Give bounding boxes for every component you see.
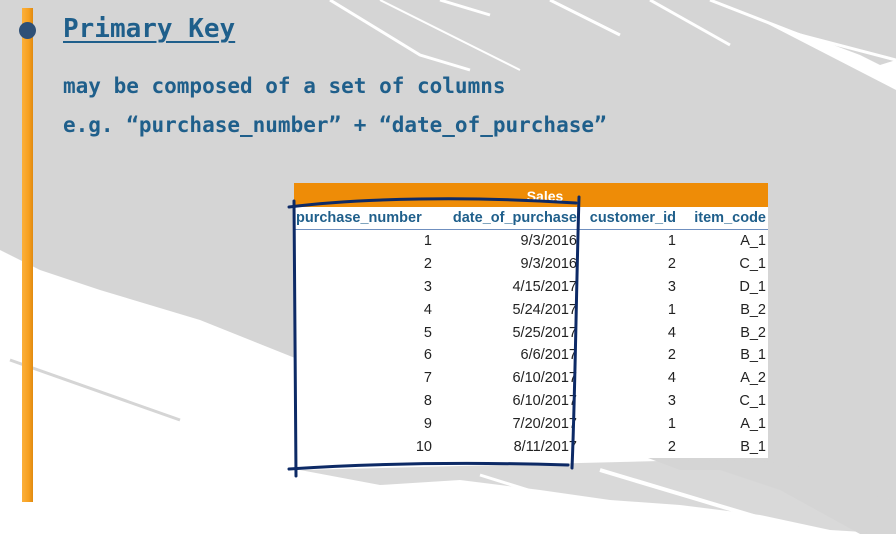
cell-customer-id: 4 (667, 370, 676, 387)
cell-purchase-number: 4 (423, 301, 432, 318)
column-header-item-code: item_code (678, 207, 768, 230)
table-header-row: purchase_number date_of_purchase custome… (294, 207, 768, 230)
cell-item-code: A_1 (740, 415, 766, 432)
cell-purchase-number: 10 (415, 438, 432, 455)
table-row: 1 9/3/2016 1 A_1 (294, 230, 768, 253)
cell-date-of-purchase: 6/6/2017 (520, 347, 577, 364)
table-row: 10 8/11/2017 2 B_1 (294, 435, 768, 458)
description-line-2: e.g. “purchase_number” + “date_of_purcha… (63, 113, 607, 137)
cell-date-of-purchase: 5/25/2017 (512, 324, 577, 341)
cell-customer-id: 3 (667, 392, 676, 409)
cell-customer-id: 2 (667, 438, 676, 455)
cell-item-code: C_1 (739, 392, 766, 409)
cell-customer-id: 2 (667, 256, 676, 273)
cell-item-code: C_1 (739, 256, 766, 273)
table-row: 4 5/24/2017 1 B_2 (294, 298, 768, 321)
cell-purchase-number: 7 (423, 370, 432, 387)
cell-item-code: B_1 (740, 347, 766, 364)
cell-purchase-number: 8 (423, 392, 432, 409)
cell-purchase-number: 1 (423, 233, 432, 250)
table-title: Sales (294, 183, 768, 207)
slide-title: Primary Key (63, 14, 236, 44)
cell-date-of-purchase: 9/3/2016 (520, 233, 577, 250)
cell-item-code: B_2 (740, 324, 766, 341)
cell-purchase-number: 3 (423, 278, 432, 295)
cell-purchase-number: 9 (423, 415, 432, 432)
table-row: 8 6/10/2017 3 C_1 (294, 390, 768, 413)
cell-purchase-number: 5 (423, 324, 432, 341)
cell-item-code: A_1 (740, 233, 766, 250)
cell-customer-id: 1 (667, 415, 676, 432)
cell-customer-id: 1 (667, 301, 676, 318)
cell-item-code: B_2 (740, 301, 766, 318)
cell-customer-id: 3 (667, 278, 676, 295)
column-header-purchase-number: purchase_number (294, 207, 434, 230)
column-header-date-of-purchase: date_of_purchase (434, 207, 579, 230)
table-row: 5 5/25/2017 4 B_2 (294, 321, 768, 344)
table-row: 2 9/3/2016 2 C_1 (294, 253, 768, 276)
cell-item-code: B_1 (740, 438, 766, 455)
bullet-dot-icon (19, 22, 36, 39)
cell-date-of-purchase: 8/11/2017 (513, 438, 577, 455)
description-line-1: may be composed of a set of columns (63, 74, 506, 98)
table-row: 6 6/6/2017 2 B_1 (294, 344, 768, 367)
cell-date-of-purchase: 6/10/2017 (512, 392, 577, 409)
cell-item-code: A_2 (740, 370, 766, 387)
cell-item-code: D_1 (739, 278, 766, 295)
cell-date-of-purchase: 5/24/2017 (512, 301, 577, 318)
sales-table: Sales purchase_number date_of_purchase c… (294, 183, 768, 458)
table-row: 7 6/10/2017 4 A_2 (294, 367, 768, 390)
cell-date-of-purchase: 7/20/2017 (512, 415, 577, 432)
sales-data-table: purchase_number date_of_purchase custome… (294, 207, 768, 458)
table-row: 9 7/20/2017 1 A_1 (294, 412, 768, 435)
accent-vertical-bar (22, 8, 33, 502)
column-header-customer-id: customer_id (579, 207, 678, 230)
cell-date-of-purchase: 9/3/2016 (520, 256, 577, 273)
cell-purchase-number: 6 (423, 347, 432, 364)
cell-date-of-purchase: 6/10/2017 (512, 370, 577, 387)
cell-purchase-number: 2 (423, 256, 432, 273)
table-row: 3 4/15/2017 3 D_1 (294, 276, 768, 299)
cell-customer-id: 1 (667, 233, 676, 250)
cell-customer-id: 4 (667, 324, 676, 341)
cell-date-of-purchase: 4/15/2017 (512, 278, 577, 295)
cell-customer-id: 2 (667, 347, 676, 364)
